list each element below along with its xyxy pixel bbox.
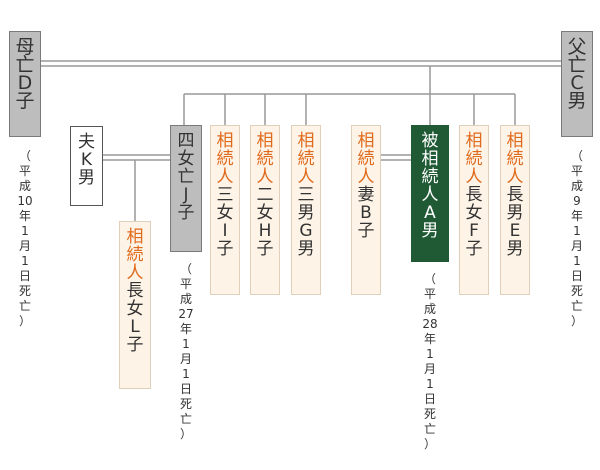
b-label: 相続人: [357, 131, 375, 187]
a-label: 被相続人: [421, 131, 439, 205]
h-label: 相続人: [256, 131, 274, 187]
e-label: 相続人: [506, 131, 524, 187]
f-label: 相続人: [465, 131, 483, 187]
daughter-l-label: 相続人: [126, 227, 144, 283]
g-label: 相続人: [297, 131, 315, 187]
i-label: 相続人: [216, 131, 234, 187]
